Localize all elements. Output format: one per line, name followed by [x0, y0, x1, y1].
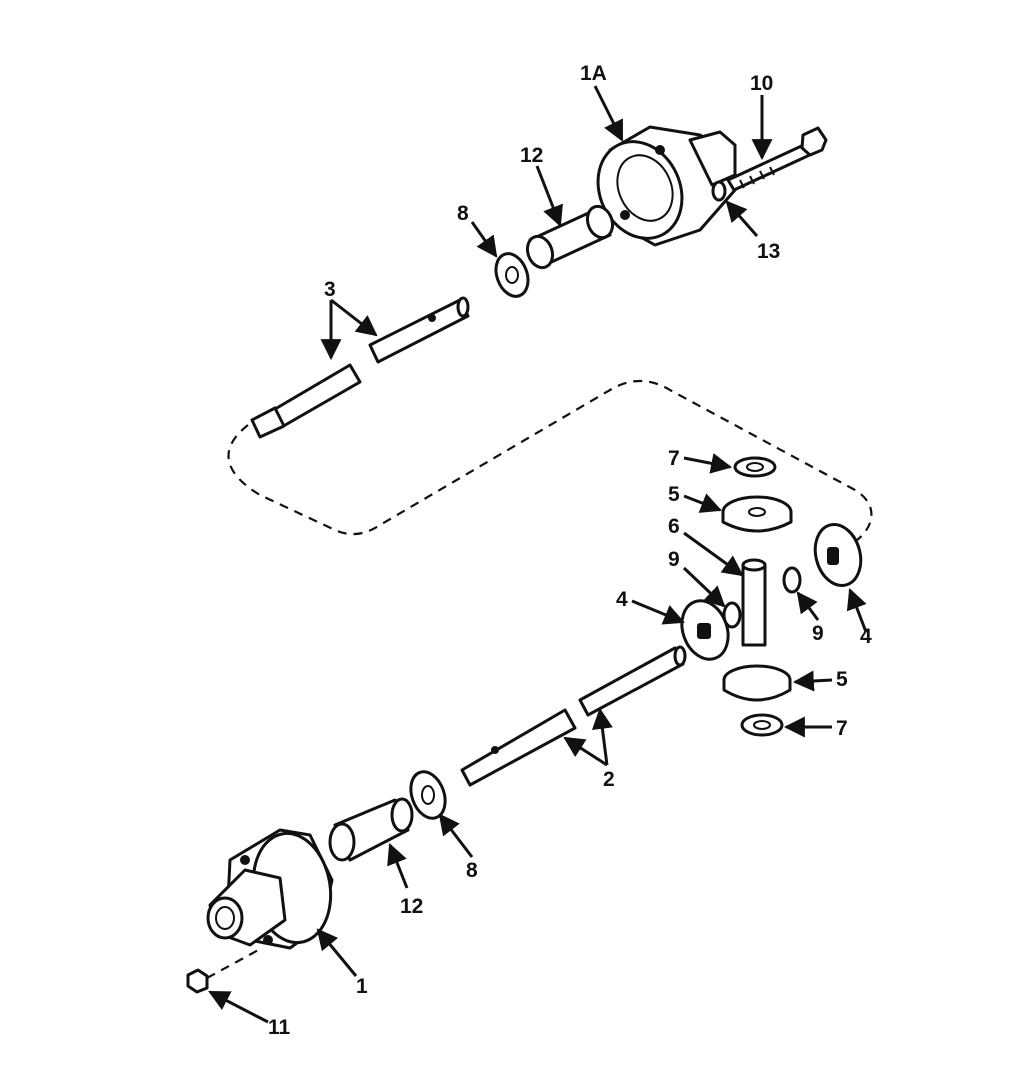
callout-4-left: 4 [616, 588, 628, 611]
bushing-12-lower [328, 797, 414, 862]
leader-2a [563, 736, 608, 767]
nut-11 [186, 968, 209, 994]
leader-3b [330, 298, 378, 337]
nut-dashed-leader [206, 947, 263, 979]
pin-6 [741, 558, 767, 647]
assembly-outline-dashed [227, 380, 873, 546]
callout-4-right: 4 [860, 625, 872, 648]
leader-1a [593, 85, 624, 142]
leader-9b [796, 591, 820, 621]
thrust-washer-7-lower [740, 713, 784, 737]
lock-washer-13 [711, 180, 727, 202]
leader-12b [387, 843, 409, 889]
callout-13: 13 [757, 240, 780, 263]
callout-12-upper: 12 [520, 144, 543, 167]
callout-10: 10 [750, 72, 773, 95]
spacer-9-right [782, 566, 802, 594]
leader-1 [316, 928, 358, 977]
housing-1 [206, 828, 334, 950]
leader-4b [846, 588, 868, 633]
leader-5b [792, 670, 833, 692]
callout-1: 1 [356, 975, 368, 998]
leader-8b [438, 813, 474, 858]
callout-6: 6 [668, 515, 680, 538]
spacer-9-left [722, 601, 742, 629]
callout-11: 11 [268, 1016, 291, 1039]
bolt-10 [726, 126, 828, 192]
pinion-gear-4-right [813, 523, 863, 587]
leader-11 [208, 990, 269, 1024]
callout-9-left: 9 [668, 548, 680, 571]
bevel-gear-5-lower [722, 664, 792, 702]
housing-1a [596, 125, 737, 247]
callout-12-lower: 12 [400, 895, 423, 918]
callout-7-upper: 7 [668, 447, 680, 470]
leader-7a [683, 453, 733, 474]
leader-2b [591, 707, 613, 766]
callout-5-upper: 5 [668, 483, 680, 506]
shaft-2 [460, 645, 687, 787]
leader-6 [683, 531, 744, 577]
washer-8-upper [494, 252, 530, 298]
leader-4a [631, 599, 685, 625]
bevel-gear-5-upper [721, 495, 793, 533]
callout-5-lower: 5 [836, 668, 848, 691]
callout-1a: 1A [580, 62, 607, 85]
callout-9-right: 9 [812, 622, 824, 645]
leader-5a [683, 493, 722, 513]
bushing-12-upper [525, 204, 615, 270]
shaft-3 [250, 296, 470, 439]
leader-8a [470, 221, 498, 258]
callout-7-lower: 7 [836, 717, 848, 740]
leader-12a [535, 165, 563, 227]
washer-8-lower [409, 770, 447, 820]
callout-8-upper: 8 [457, 202, 469, 225]
leader-9a [682, 566, 726, 608]
thrust-washer-7-upper [733, 456, 777, 478]
callout-8-lower: 8 [466, 859, 478, 882]
leader-13 [725, 200, 759, 237]
callout-2: 2 [603, 768, 615, 791]
callout-3: 3 [324, 278, 336, 301]
